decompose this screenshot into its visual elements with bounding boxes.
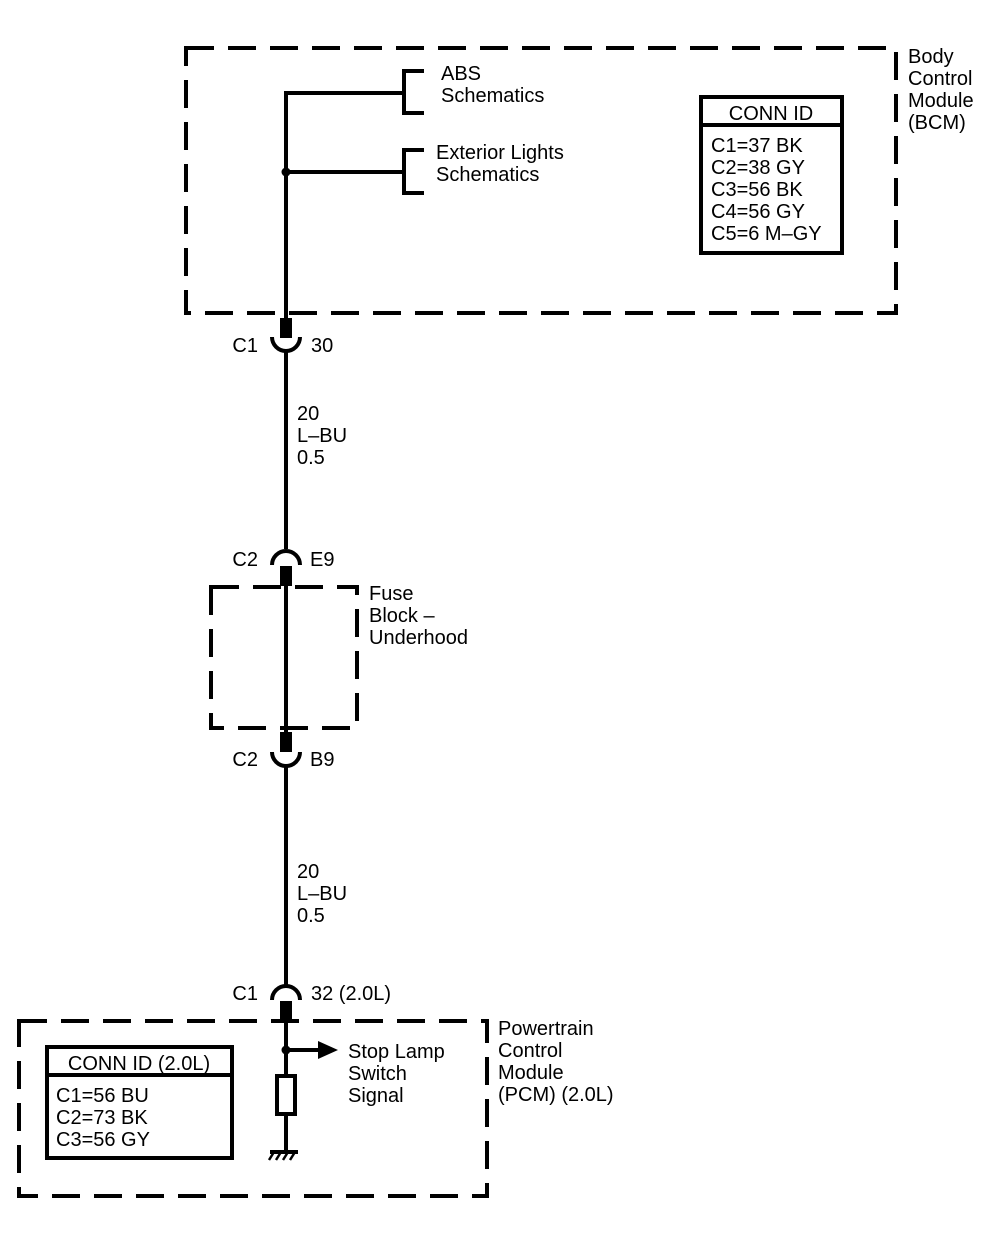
svg-text:B9: B9 [310, 749, 334, 771]
fuse-block-connector-in: C2 E9 [232, 549, 334, 586]
ground-icon [267, 1150, 298, 1161]
bcm-label: Body Control Module (BCM) [908, 46, 979, 134]
exterior-lights-bracket-icon [402, 148, 424, 195]
connector-female-icon [270, 984, 302, 1001]
abs-branch-wire [284, 91, 404, 318]
connector-female-icon [270, 751, 302, 768]
bcm-conn-id-row: C2=38 GY [711, 157, 805, 179]
pcm-connector-c1: C1 32 (2.0L) [232, 983, 391, 1021]
exterior-lights-schematics-ref[interactable]: Exterior Lights Schematics [436, 142, 569, 186]
fuse-block-connector-out: C2 B9 [232, 732, 334, 771]
bcm-conn-id-row: C1=37 BK [711, 135, 803, 157]
bcm-conn-id-row: C5=6 M–GY [711, 223, 822, 245]
svg-text:C1: C1 [232, 983, 258, 1005]
connector-female-icon [270, 549, 302, 566]
pcm-conn-id-table: CONN ID (2.0L) C1=56 BU C2=73 BK C3=56 G… [45, 1045, 234, 1160]
wire-lower-spec: 20 L–BU 0.5 [297, 861, 353, 927]
pcm-conn-id-row: C3=56 GY [56, 1129, 150, 1151]
splice-dot [281, 167, 291, 177]
pcm-label: Powertrain Control Module (PCM) (2.0L) [498, 1018, 614, 1106]
bcm-conn-id-row: C3=56 BK [711, 179, 803, 201]
svg-text:C2: C2 [232, 749, 258, 771]
abs-schematics-ref[interactable]: ABS Schematics [441, 63, 544, 107]
arrow-right-icon [318, 1041, 338, 1059]
svg-text:C2: C2 [232, 549, 258, 571]
svg-text:32 (2.0L): 32 (2.0L) [311, 983, 391, 1005]
bcm-boundary [184, 46, 898, 315]
pcm-conn-id-row: C1=56 BU [56, 1085, 149, 1107]
pcm-boundary [17, 1019, 489, 1198]
resistor-icon [275, 1074, 297, 1116]
svg-text:E9: E9 [310, 549, 334, 571]
bcm-connector-c1: C1 30 [232, 318, 333, 357]
pcm-conn-id-title: CONN ID (2.0L) [68, 1053, 210, 1075]
wire-upper-spec: 20 L–BU 0.5 [297, 403, 353, 469]
bcm-conn-id-row: C4=56 GY [711, 201, 805, 223]
bcm-conn-id-table: CONN ID C1=37 BK C2=38 GY C3=56 BK C4=56… [699, 95, 844, 255]
connector-female-icon [270, 336, 302, 353]
fuse-block-label: Fuse Block – Underhood [369, 583, 468, 649]
bcm-conn-id-title: CONN ID [729, 103, 813, 125]
abs-bracket-icon [402, 69, 424, 115]
pcm-conn-id-row: C2=73 BK [56, 1107, 148, 1129]
svg-text:30: 30 [311, 335, 333, 357]
svg-text:C1: C1 [232, 335, 258, 357]
stop-lamp-switch-signal-label: Stop Lamp Switch Signal [348, 1041, 450, 1107]
